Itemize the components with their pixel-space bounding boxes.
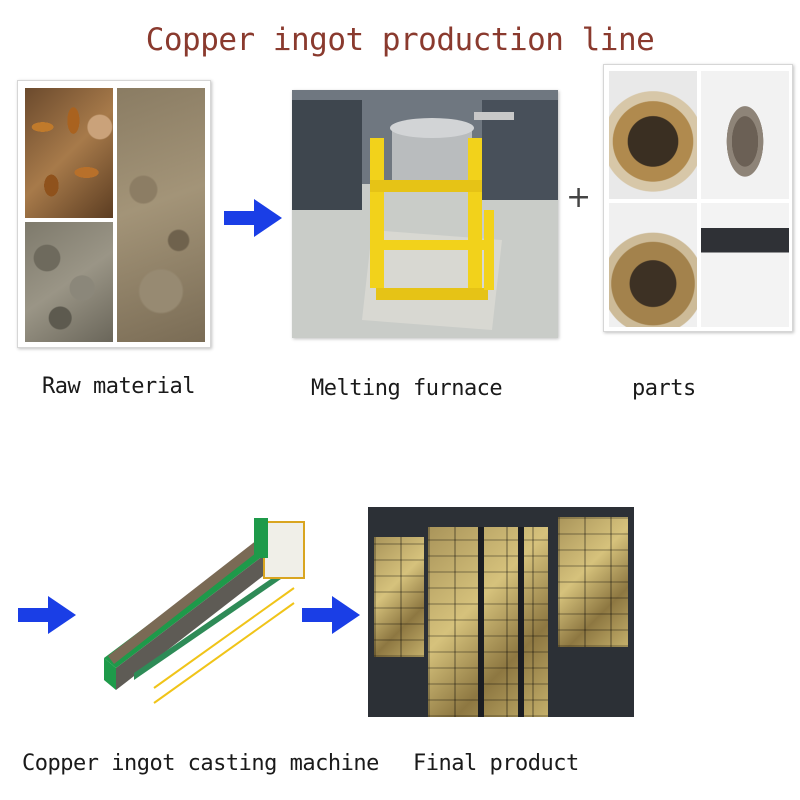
raw-material-label: Raw material: [42, 374, 195, 399]
melting-furnace-label: Melting furnace: [311, 376, 503, 401]
furnace-illustration: [292, 100, 558, 330]
ingot-stack-left: [374, 537, 424, 657]
plus-sign: +: [566, 180, 592, 215]
slag-photo: [25, 222, 113, 342]
parts-label: parts: [632, 376, 696, 401]
ingot-stack-right: [558, 517, 628, 647]
mold-bar-photo: [701, 203, 789, 327]
diagram-title: Copper ingot production line: [145, 22, 655, 58]
casting-machine-image: [94, 508, 314, 708]
final-product-label: Final product: [413, 751, 579, 776]
strap: [518, 527, 524, 717]
crucible-pot-photo: [609, 203, 697, 327]
crucible-rings-photo: [609, 71, 697, 199]
right-arrow-icon: [18, 596, 76, 634]
casting-machine-label: Copper ingot casting machine: [22, 751, 379, 776]
melting-furnace-image: [292, 90, 558, 338]
sand-photo: [117, 88, 205, 342]
right-arrow-icon: [302, 596, 360, 634]
copper-scrap-photo: [25, 88, 113, 218]
strap: [478, 527, 484, 717]
casting-machine-illustration: [104, 518, 305, 704]
raw-material-image: [17, 80, 211, 348]
final-product-image: [368, 507, 634, 717]
right-arrow-icon: [224, 199, 282, 237]
parts-image: [603, 64, 793, 332]
crucible-sleeve-photo: [701, 71, 789, 199]
ingot-stack-center: [428, 527, 548, 717]
